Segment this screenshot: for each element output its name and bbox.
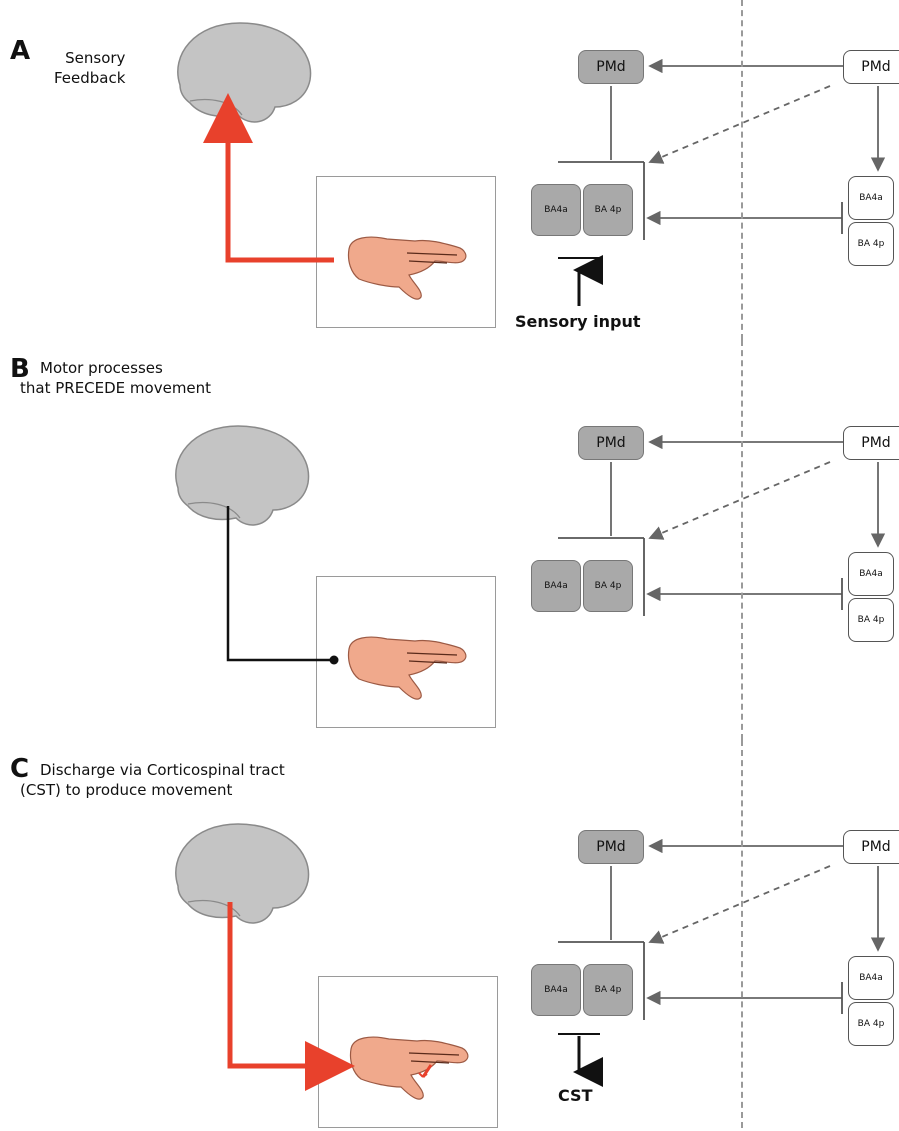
ba4a-node-right: BA4a bbox=[848, 552, 894, 596]
panel-caption: Motor processes that PRECEDE movement bbox=[20, 358, 211, 398]
caption-line: Motor processes bbox=[40, 359, 163, 377]
hand-panel bbox=[316, 176, 496, 328]
pmd-node-left: PMd bbox=[578, 830, 644, 864]
sensory-input-label: Sensory input bbox=[515, 312, 641, 331]
pathway-arrow bbox=[203, 93, 334, 263]
pmd-node-right: PMd bbox=[843, 426, 899, 460]
ba4p-node-right: BA 4p bbox=[848, 1002, 894, 1046]
caption-line: Feedback bbox=[54, 69, 126, 87]
brain-icon bbox=[175, 425, 310, 526]
pmd-node-right: PMd bbox=[843, 830, 899, 864]
panel-caption: Discharge via Corticospinal tract (CST) … bbox=[20, 760, 285, 800]
panel-letter: B bbox=[10, 354, 30, 384]
panel-b: B Motor processes that PRECEDE movement … bbox=[0, 340, 899, 740]
ba4a-node-left: BA4a bbox=[531, 184, 581, 236]
caption-line: that PRECEDE movement bbox=[20, 379, 212, 397]
ba4p-node-left: BA 4p bbox=[583, 560, 633, 612]
panel-letter: A bbox=[10, 36, 31, 66]
pmd-node-right: PMd bbox=[843, 50, 899, 84]
brain-icon bbox=[175, 823, 310, 924]
pathway-line bbox=[226, 506, 339, 665]
ba4a-node-left: BA4a bbox=[531, 964, 581, 1016]
hemisphere-divider bbox=[741, 740, 743, 1128]
circuit-diagram bbox=[558, 58, 886, 306]
caption-line: Discharge via Corticospinal tract bbox=[40, 761, 285, 779]
circuit-diagram bbox=[558, 434, 886, 616]
hand-icon bbox=[347, 236, 467, 300]
ba4p-node-right: BA 4p bbox=[848, 598, 894, 642]
ba4a-node-right: BA4a bbox=[848, 956, 894, 1000]
panel-caption: Sensory Feedback bbox=[54, 48, 125, 88]
hemisphere-divider bbox=[741, 0, 743, 340]
ba4p-node-left: BA 4p bbox=[583, 184, 633, 236]
ba4a-node-right: BA4a bbox=[848, 176, 894, 220]
caption-line: (CST) to produce movement bbox=[20, 781, 233, 799]
pathway-arrow bbox=[227, 902, 355, 1091]
cst-label: CST bbox=[558, 1086, 593, 1105]
caption-line: Sensory bbox=[65, 49, 126, 67]
pmd-node-left: PMd bbox=[578, 50, 644, 84]
hand-panel bbox=[316, 576, 496, 728]
panel-a: A Sensory Feedback bbox=[0, 0, 899, 340]
panel-c: C Discharge via Corticospinal tract (CST… bbox=[0, 740, 899, 1128]
circuit-diagram bbox=[558, 838, 886, 1087]
hand-icon bbox=[347, 636, 467, 700]
ba4p-node-left: BA 4p bbox=[583, 964, 633, 1016]
pmd-node-left: PMd bbox=[578, 426, 644, 460]
hemisphere-divider bbox=[741, 340, 743, 740]
hand-icon bbox=[349, 1036, 469, 1100]
ba4a-node-left: BA4a bbox=[531, 560, 581, 612]
panel-letter: C bbox=[10, 754, 30, 784]
ba4p-node-right: BA 4p bbox=[848, 222, 894, 266]
